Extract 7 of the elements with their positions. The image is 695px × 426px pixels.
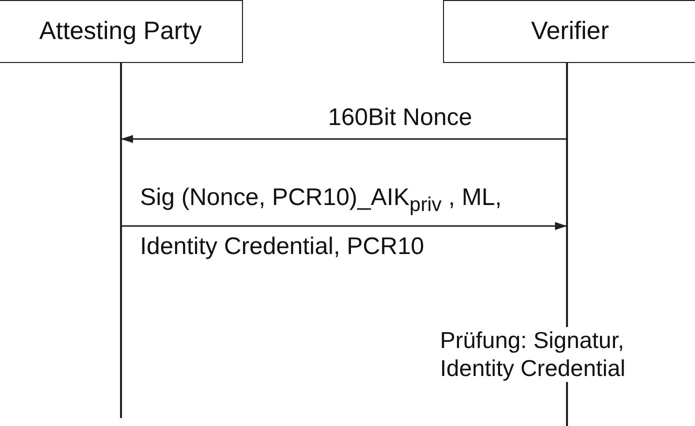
lifeline [120, 63, 122, 418]
participant-box: Verifier [443, 0, 695, 63]
edge-label: Sig (Nonce, PCR10)_AIK$_{priv}$ , ML, Identity Credential, PCR10 [140, 183, 503, 262]
arrow [121, 135, 566, 143]
arrow [122, 222, 567, 230]
edge-label: 160Bit Nonce [326, 104, 474, 133]
participant-box: Attesting Party [0, 0, 243, 63]
